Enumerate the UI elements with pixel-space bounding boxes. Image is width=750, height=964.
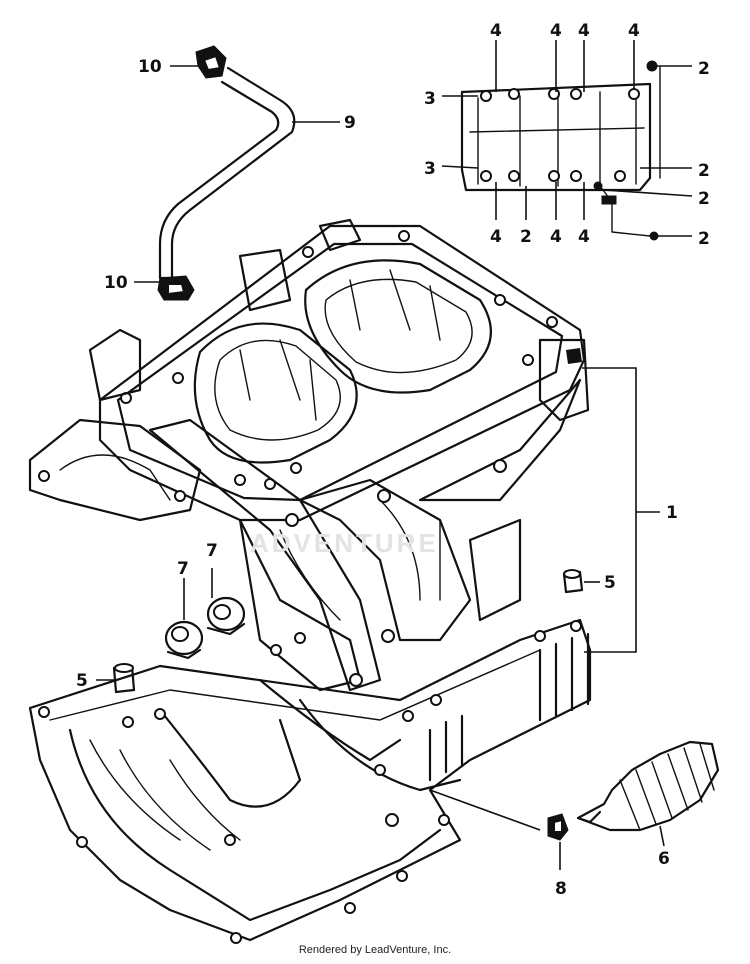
callout-4-top-1: 4 [490, 21, 502, 41]
footer-credit: Rendered by LeadVenture, Inc. [298, 944, 452, 956]
leader-lines [96, 40, 693, 870]
callout-2-top-right: 2 [698, 59, 710, 79]
callout-1: 1 [666, 503, 678, 523]
callout-4-bottom-3: 4 [578, 227, 590, 247]
callout-9: 9 [344, 113, 356, 133]
callout-3-upper: 3 [424, 89, 436, 109]
callout-4-top-3: 4 [578, 21, 590, 41]
hose-clamp-bottom [157, 275, 195, 301]
callout-2-right-low: 2 [698, 229, 710, 249]
callout-4-bottom-1: 4 [490, 227, 502, 247]
dowel-pin-lower [112, 663, 136, 694]
callout-2-bottom: 2 [520, 227, 532, 247]
callout-4-top-4: 4 [628, 21, 640, 41]
boot-clip [547, 813, 569, 841]
callout-6: 6 [658, 849, 670, 869]
lower-crankcase [28, 618, 592, 944]
callout-4-bottom-2: 4 [550, 227, 562, 247]
callout-10-bottom: 10 [104, 273, 128, 293]
bushing-right [206, 596, 246, 636]
callout-8: 8 [555, 879, 567, 899]
callout-5-lower: 5 [76, 671, 88, 691]
callout-5-upper: 5 [604, 573, 616, 593]
callout-7-right: 7 [206, 541, 218, 561]
gasket-plate [460, 60, 661, 241]
callout-4-right: 2 [698, 161, 710, 181]
callout-7-left: 7 [177, 559, 189, 579]
bushing-left [164, 620, 204, 660]
breather-hose [158, 66, 296, 280]
callout-2-right-mid: 2 [698, 189, 710, 209]
rubber-boot [576, 740, 720, 832]
hose-clamp-top [195, 45, 227, 79]
watermark: ADVENTURE [250, 528, 439, 558]
dowel-pin-upper [562, 569, 584, 594]
callout-10-top: 10 [138, 57, 162, 77]
upper-crankcase [28, 218, 590, 692]
callout-3-lower: 3 [424, 159, 436, 179]
callout-4-top-2: 4 [550, 21, 562, 41]
